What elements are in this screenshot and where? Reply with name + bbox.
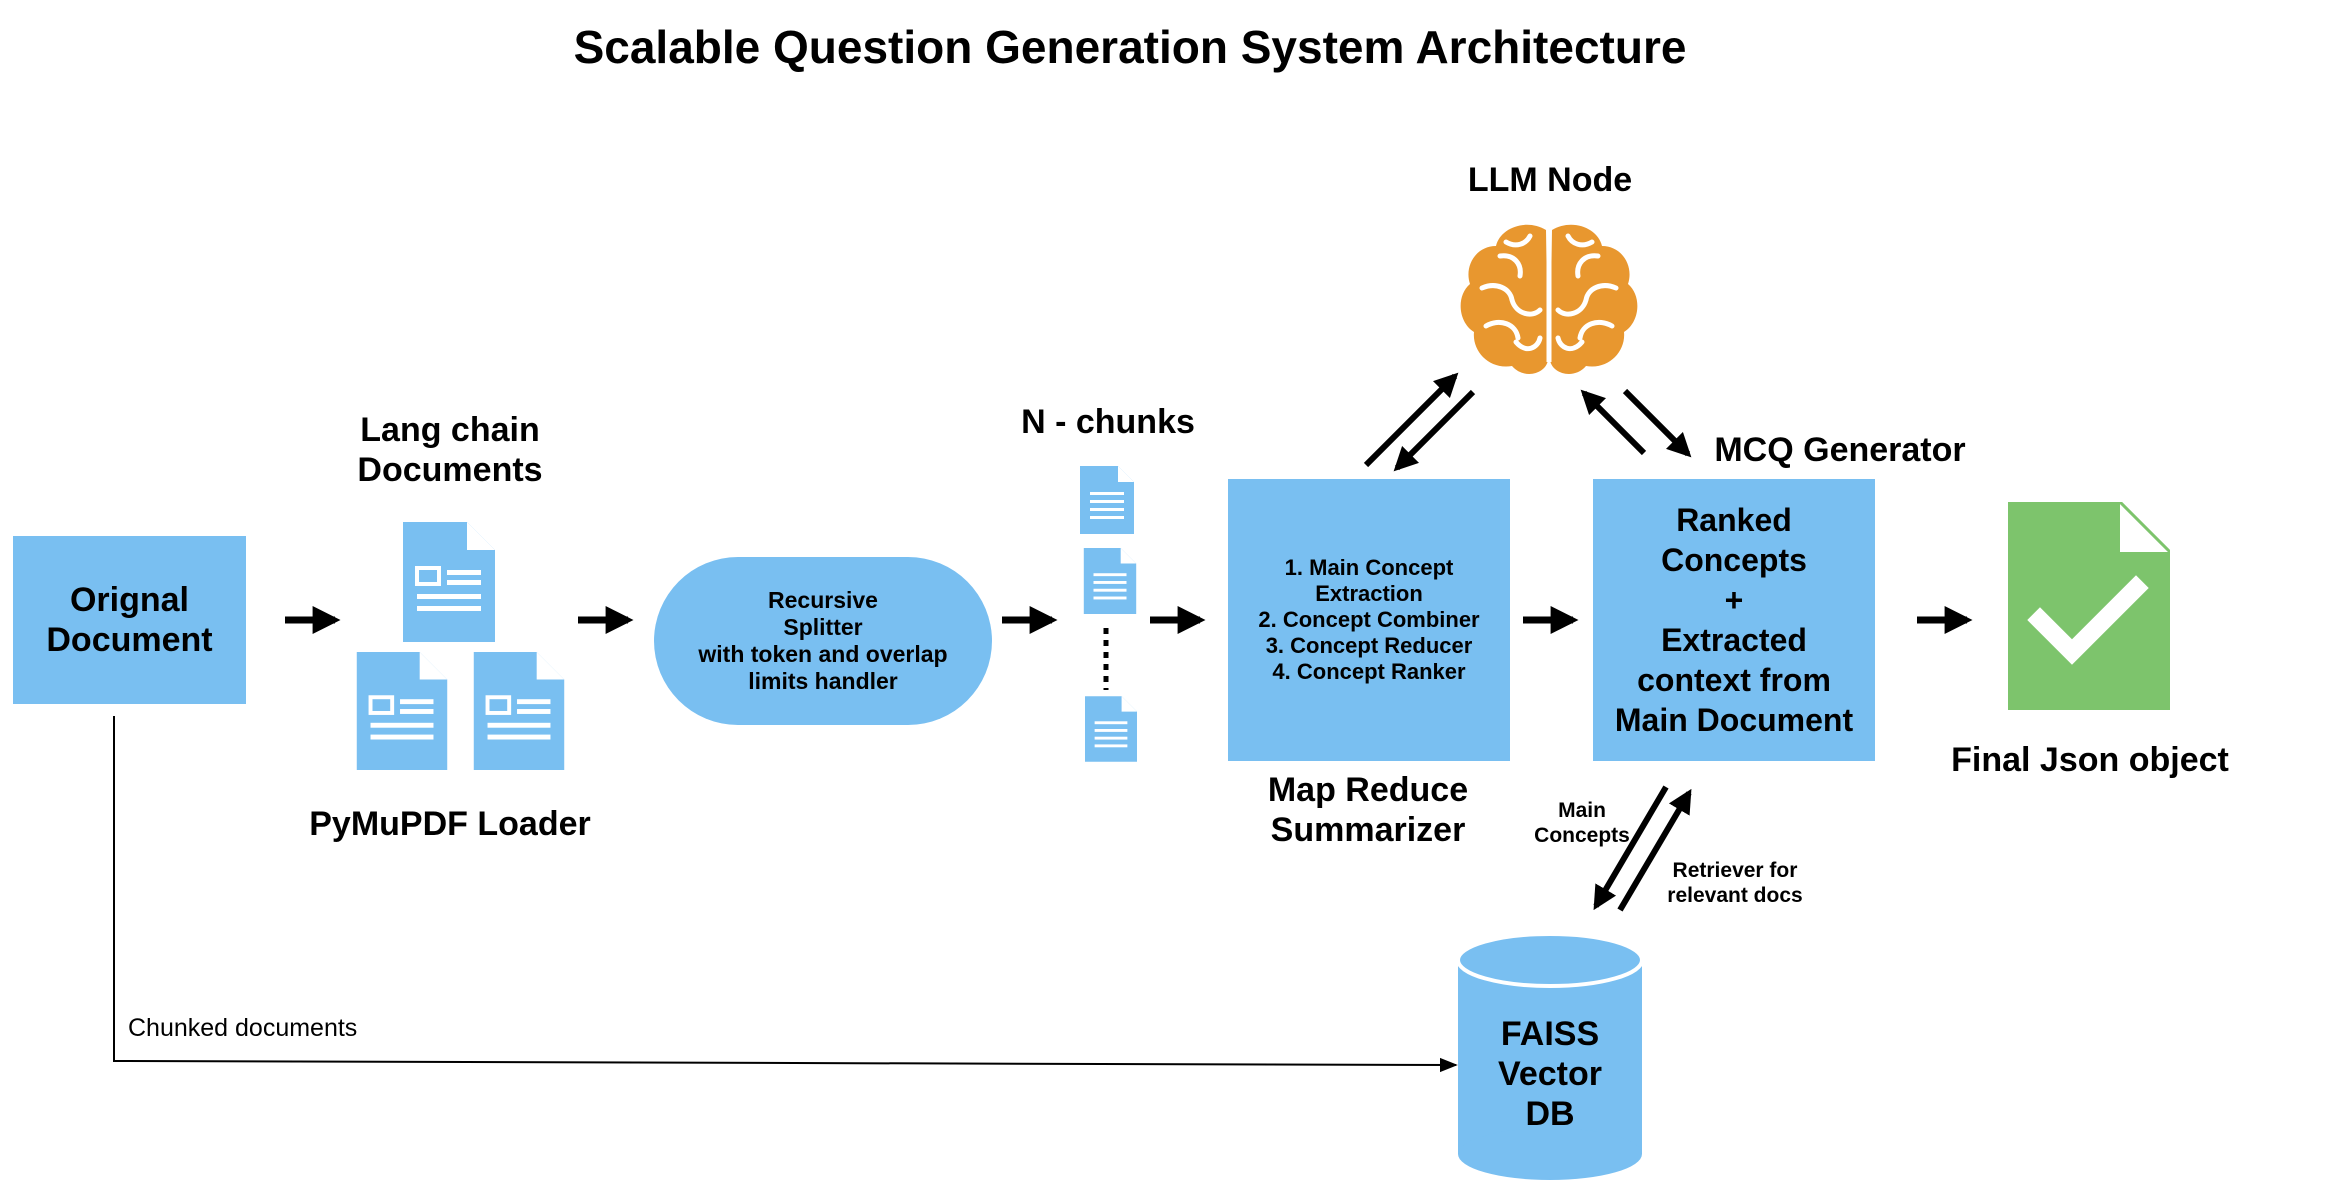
check-document-icon [2008,502,2170,710]
original-document-box: Orignal Document [13,536,246,704]
llm-node-label: LLM Node [1467,161,1633,199]
mcq-generator-box: Ranked Concepts + Extracted context from… [1593,479,1875,761]
mcq-generator-label: MCQ Generator [1714,431,1966,469]
map-reduce-label: Map Reduce Summarizer [1267,771,1469,849]
document-icon [473,652,565,770]
arrow-llm-to-mcq [1622,388,1692,458]
arrow-chunked-documents [113,716,1458,1073]
faiss-vector-db-label: FAISS Vector DB [1498,1015,1602,1133]
pymupdf-loader-label: PyMuPDF Loader [309,805,591,843]
database-cylinder-icon [1456,932,1644,1180]
arrow-mcq-to-llm [1580,389,1647,456]
final-json-label: Final Json object [1951,741,2229,779]
arrow-mcq-to-faiss [1593,785,1669,911]
langchain-documents-label: Lang chain Documents [357,411,543,489]
document-icon [1085,696,1137,762]
arrow-llm-to-mapreduce [1393,389,1476,472]
document-icon [356,652,448,770]
recursive-splitter-node: Recursive Splitter with token and overla… [654,557,992,725]
document-icon [1083,548,1137,614]
retriever-label: Retriever for relevant docs [1667,859,1803,907]
document-icon [1080,466,1134,534]
chunked-documents-label: Chunked documents [128,1014,358,1042]
n-chunks-label: N - chunks [1021,403,1195,441]
arrow-mapreduce-to-llm [1363,372,1459,468]
map-reduce-box: 1. Main Concept Extraction 2. Concept Co… [1228,479,1510,761]
diagram-title: Scalable Question Generation System Arch… [573,21,1687,73]
brain-icon [1460,224,1638,374]
arrow-faiss-to-mcq [1617,788,1692,912]
document-icon [403,522,495,642]
main-concepts-label: Main Concepts [1534,799,1630,847]
